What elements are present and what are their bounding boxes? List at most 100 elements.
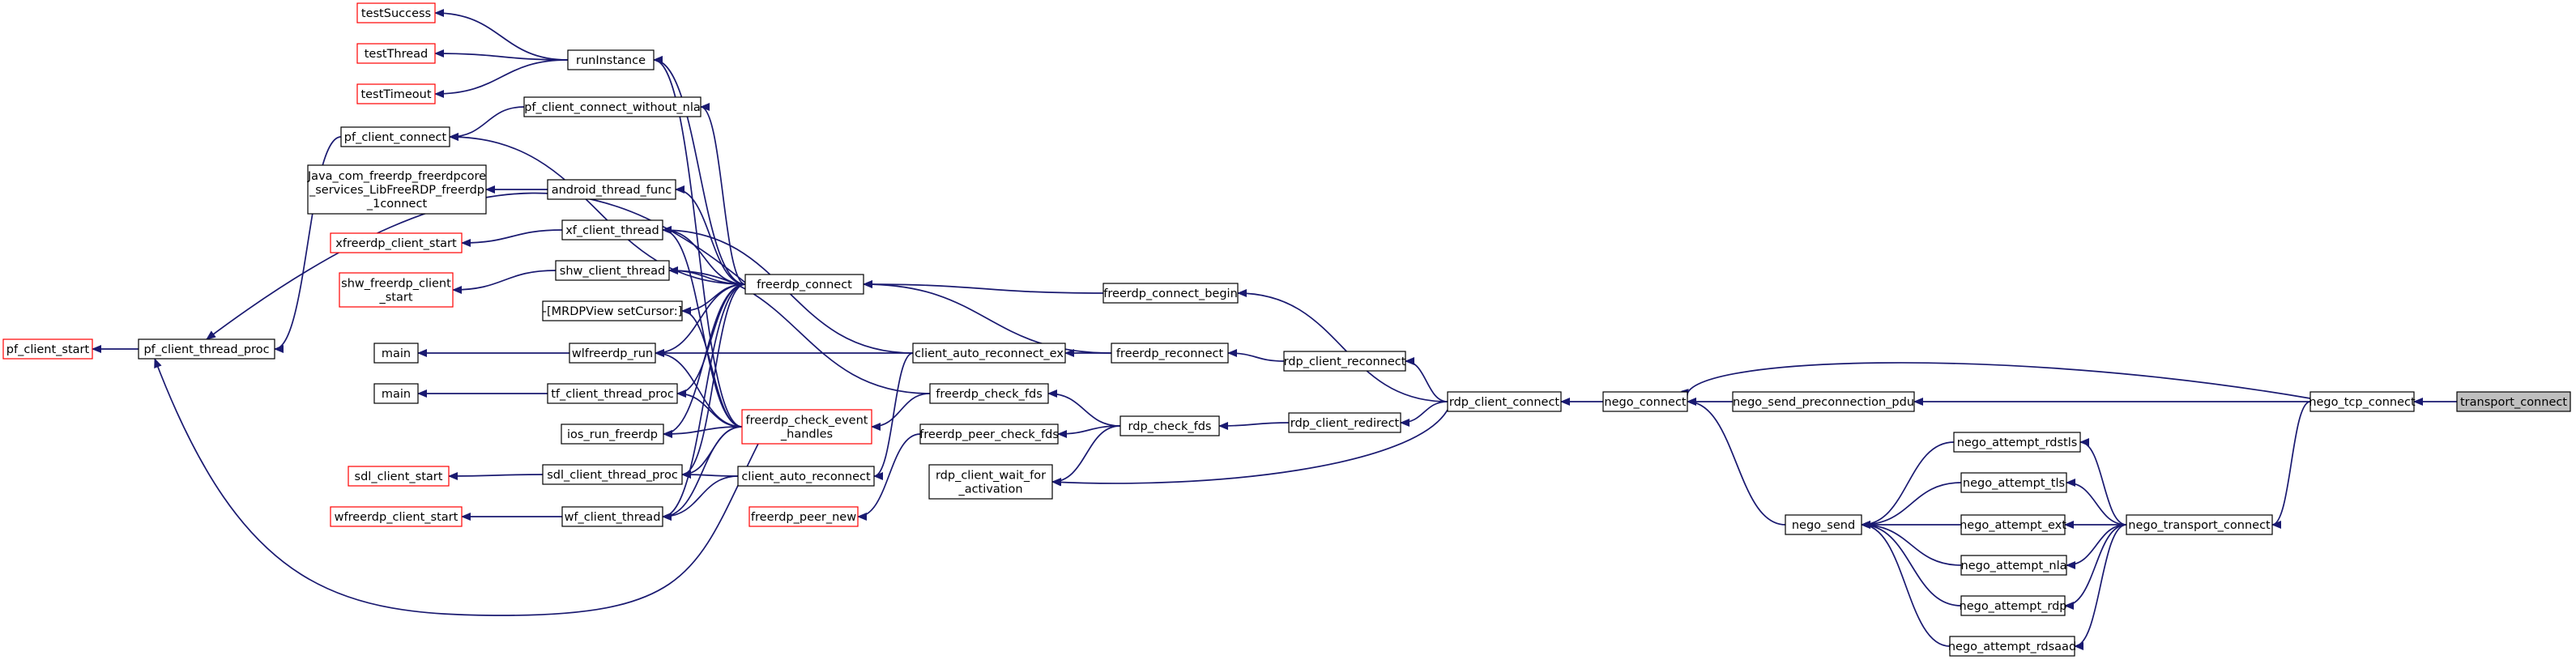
node-testTimeout[interactable]: testTimeout [356, 83, 436, 104]
node-xfreerdp_client_start[interactable]: xfreerdp_client_start [330, 232, 463, 253]
node-rdp_client_wait_for_activation[interactable]: rdp_client_wait_for_activation [928, 464, 1053, 500]
node-wfreerdp_client_start[interactable]: wfreerdp_client_start [330, 506, 463, 527]
edge-freerdp_check_event_handles-to-tf_client_thread_proc [676, 389, 743, 428]
node-box [356, 83, 436, 104]
node-testThread[interactable]: testThread [356, 43, 436, 64]
node-box [1960, 595, 2066, 616]
edge-rdp_client_redirect-to-rdp_check_fds [1218, 421, 1290, 430]
node-label: runInstance [576, 54, 646, 67]
node-pf_client_start[interactable]: pf_client_start [2, 338, 93, 360]
node-pf_client_connect[interactable]: pf_client_connect [340, 126, 450, 147]
node-main2[interactable]: main [373, 383, 419, 404]
node-wf_client_thread[interactable]: wf_client_thread [561, 506, 663, 527]
node-xf_client_thread[interactable]: xf_client_thread [561, 219, 663, 240]
node-box [569, 343, 656, 364]
edges [92, 9, 2457, 650]
node-label: freerdp_check_fds [936, 388, 1043, 401]
node-box [542, 300, 683, 321]
node-label: sdl_client_thread_proc [547, 469, 678, 482]
node-java_connect[interactable]: Java_com_freerdp_freerdpcore_services_Li… [307, 164, 487, 215]
node-transport_connect[interactable]: transport_connect [2456, 391, 2571, 412]
node-box [307, 164, 487, 215]
node-nego_attempt_rdstls[interactable]: nego_attempt_rdstls [1953, 432, 2081, 453]
edge-freerdp_connect-to-android_thread_func [675, 185, 746, 285]
node-client_auto_reconnect_ex[interactable]: client_auto_reconnect_ex [912, 343, 1066, 364]
edge-nego_attempt_nla-to-nego_send [1861, 521, 1962, 566]
node-mrdpview[interactable]: -[MRDPView setCursor:] [542, 300, 683, 321]
edge-freerdp_check_event_handles-to-mrdpview [681, 307, 743, 428]
node-rdp_check_fds[interactable]: rdp_check_fds [1120, 415, 1220, 436]
node-box [340, 126, 450, 147]
node-sdl_client_thread_proc[interactable]: sdl_client_thread_proc [542, 464, 683, 485]
node-nego_transport_connect[interactable]: nego_transport_connect [2126, 514, 2273, 535]
node-label: shw_freerdp_client [341, 278, 451, 291]
edge-freerdp_connect-to-pf_client_connect [449, 133, 746, 285]
node-nego_send[interactable]: nego_send [1785, 514, 1862, 535]
node-label: rdp_client_wait_for [936, 470, 1046, 483]
edge-freerdp_check_event_handles-to-runInstance [653, 56, 743, 428]
node-label: rdp_client_reconnect [1284, 355, 1406, 368]
node-freerdp_check_event_handles[interactable]: freerdp_check_event_handles [741, 409, 872, 445]
node-shw_client_thread[interactable]: shw_client_thread [555, 260, 670, 281]
node-freerdp_connect[interactable]: freerdp_connect [744, 274, 864, 295]
node-rdp_client_reconnect[interactable]: rdp_client_reconnect [1283, 351, 1406, 372]
node-nego_attempt_ext[interactable]: nego_attempt_ext [1960, 514, 2066, 535]
node-box [2309, 391, 2415, 412]
node-label: shw_client_thread [560, 265, 665, 278]
node-rdp_client_connect[interactable]: rdp_client_connect [1447, 391, 1562, 412]
node-box [348, 466, 450, 487]
node-client_auto_reconnect[interactable]: client_auto_reconnect [737, 466, 875, 487]
edge-freerdp_check_event_handles-to-pf_client_thread_proc [154, 358, 759, 616]
node-freerdp_peer_new[interactable]: freerdp_peer_new [748, 506, 859, 527]
node-rdp_client_redirect[interactable]: rdp_client_redirect [1288, 412, 1401, 433]
node-runInstance[interactable]: runInstance [567, 49, 655, 70]
node-label: rdp_check_fds [1128, 420, 1212, 433]
node-nego_attempt_nla[interactable]: nego_attempt_nla [1960, 555, 2067, 576]
node-label: xf_client_thread [565, 224, 659, 237]
node-label: client_auto_reconnect [741, 470, 871, 483]
node-box [741, 409, 872, 445]
edge-freerdp_reconnect-to-freerdp_connect [863, 280, 1112, 354]
node-nego_connect[interactable]: nego_connect [1602, 391, 1688, 412]
node-nego_attempt_tls[interactable]: nego_attempt_tls [1960, 472, 2067, 493]
node-nego_send_preconnection_pdu[interactable]: nego_send_preconnection_pdu [1732, 391, 1915, 412]
node-box [912, 343, 1066, 364]
node-nego_attempt_rdsaad[interactable]: nego_attempt_rdsaad [1948, 636, 2076, 657]
node-tf_client_thread_proc[interactable]: tf_client_thread_proc [547, 383, 678, 404]
node-label: ios_run_freerdp [567, 428, 658, 441]
edge-freerdp_connect-to-xf_client_thread [662, 226, 746, 285]
node-label: nego_connect [1604, 396, 1687, 409]
node-box [330, 506, 463, 527]
node-android_thread_func[interactable]: android_thread_func [547, 179, 676, 200]
node-nego_attempt_rdp[interactable]: nego_attempt_rdp [1960, 595, 2067, 616]
node-box [1288, 412, 1401, 433]
node-label: nego_attempt_tls [1963, 477, 2065, 490]
node-freerdp_check_fds[interactable]: freerdp_check_fds [929, 383, 1049, 404]
edge-freerdp_connect-to-shw_client_thread [668, 266, 746, 285]
node-pf_client_thread_proc[interactable]: pf_client_thread_proc [138, 338, 275, 360]
node-label: xfreerdp_client_start [335, 237, 457, 250]
node-ios_run_freerdp[interactable]: ios_run_freerdp [561, 424, 664, 445]
edge-rdp_client_reconnect-to-freerdp_reconnect [1227, 349, 1285, 362]
node-shw_freerdp_client_start[interactable]: shw_freerdp_client_start [339, 272, 454, 308]
node-freerdp_connect_begin[interactable]: freerdp_connect_begin [1102, 283, 1239, 304]
edge-pf_client_connect_without_nla-to-pf_client_connect [449, 106, 525, 141]
node-box [356, 43, 436, 64]
node-label: pf_client_thread_proc [143, 343, 269, 356]
node-wlfreerdp_run[interactable]: wlfreerdp_run [569, 343, 656, 364]
node-pf_client_connect_without_nla[interactable]: pf_client_connect_without_nla [523, 96, 702, 117]
edge-rdp_client_connect-to-rdp_client_wait_for_activation [1051, 409, 1448, 487]
node-box [567, 49, 655, 70]
node-box [555, 260, 670, 281]
node-testSuccess[interactable]: testSuccess [356, 2, 436, 23]
node-main1[interactable]: main [373, 343, 419, 364]
node-nego_tcp_connect[interactable]: nego_tcp_connect [2309, 391, 2416, 412]
node-sdl_client_start[interactable]: sdl_client_start [348, 466, 450, 487]
node-label: pf_client_connect [344, 131, 447, 144]
node-freerdp_reconnect[interactable]: freerdp_reconnect [1111, 343, 1229, 364]
node-freerdp_peer_check_fds[interactable]: freerdp_peer_check_fds [919, 424, 1059, 445]
node-label: nego_tcp_connect [2309, 396, 2416, 409]
node-box [1111, 343, 1229, 364]
edge-rdp_check_fds-to-freerdp_peer_check_fds [1057, 425, 1121, 438]
node-box [1785, 514, 1862, 535]
